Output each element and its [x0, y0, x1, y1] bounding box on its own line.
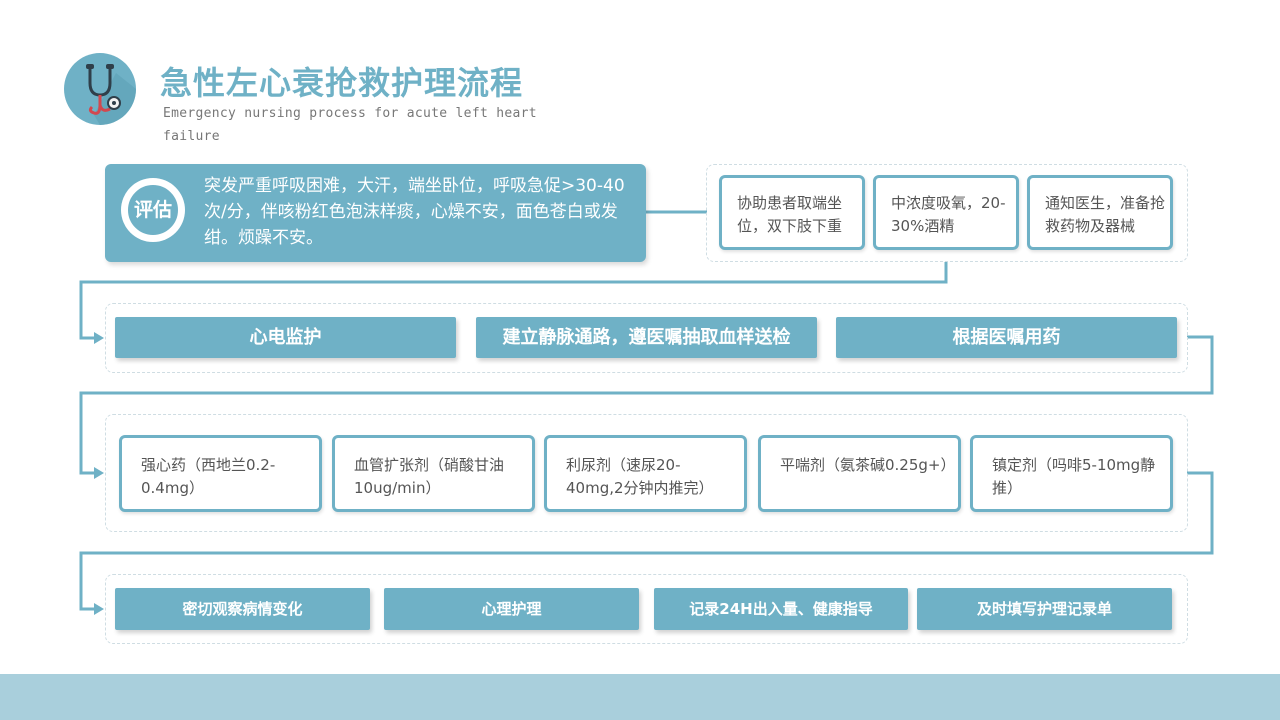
page-subtitle: Emergency nursing process for acute left…	[163, 106, 537, 144]
stethoscope-icon	[86, 64, 136, 125]
step3-group	[105, 414, 1188, 532]
stethoscope-logo	[64, 53, 136, 125]
step3-box-4: 平喘剂（氨茶碱0.25g+）	[758, 435, 961, 512]
step2-box-1: 心电监护	[115, 317, 456, 358]
step3-box-5: 镇定剂（吗啡5-10mg静推）	[970, 435, 1173, 512]
step3-box-1: 强心药（西地兰0.2-0.4mg）	[119, 435, 322, 512]
step2-box-3: 根据医嘱用药	[836, 317, 1177, 358]
footer-band	[0, 674, 1280, 720]
step1-box-1: 协助患者取端坐位，双下肢下重	[719, 175, 865, 250]
step4-box-1: 密切观察病情变化	[115, 588, 370, 630]
step4-box-2: 心理护理	[384, 588, 639, 630]
step1-box-3: 通知医生，准备抢救药物及器械	[1027, 175, 1173, 250]
page-title: 急性左心衰抢救护理流程	[160, 64, 524, 102]
step1-group	[706, 164, 1188, 262]
step3-box-2: 血管扩张剂（硝酸甘油10ug/min）	[332, 435, 535, 512]
step2-group	[105, 303, 1188, 373]
assessment-badge: 评估	[121, 178, 185, 242]
step2-box-2: 建立静脉通路，遵医嘱抽取血样送检	[476, 317, 817, 358]
step4-group	[105, 574, 1188, 644]
step4-box-4: 及时填写护理记录单	[917, 588, 1172, 630]
assessment-badge-label: 评估	[125, 182, 181, 238]
step1-box-2: 中浓度吸氧，20-30%酒精	[873, 175, 1019, 250]
step4-box-3: 记录24H出入量、健康指导	[654, 588, 908, 630]
assessment-text: 突发严重呼吸困难，大汗，端坐卧位，呼吸急促>30-40 次/分，伴咳粉红色泡沫样…	[204, 176, 625, 248]
step3-box-3: 利尿剂（速尿20-40mg,2分钟内推完）	[544, 435, 747, 512]
assessment-box: 评估 突发严重呼吸困难，大汗，端坐卧位，呼吸急促>30-40 次/分，伴咳粉红色…	[105, 164, 646, 262]
